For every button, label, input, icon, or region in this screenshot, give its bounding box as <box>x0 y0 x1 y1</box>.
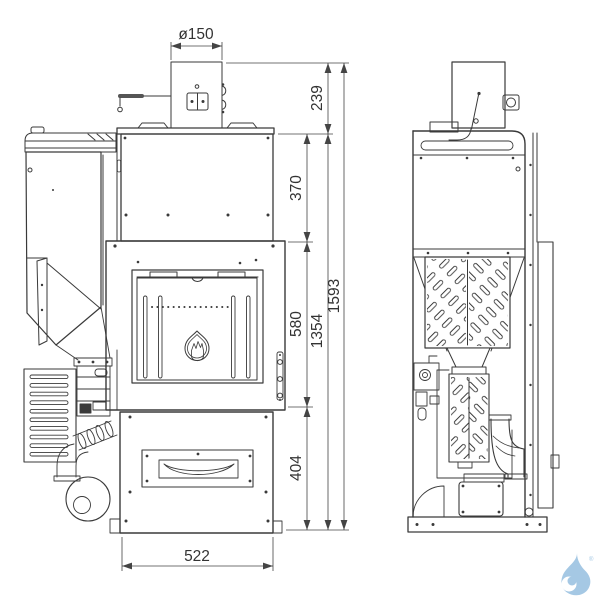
side-view <box>407 61 560 533</box>
side-flue-pipe <box>429 61 520 141</box>
wheel-arch-panel <box>412 485 445 518</box>
water-drop-swirl-center <box>567 576 577 586</box>
fire-door <box>131 269 264 384</box>
exhaust-elbow <box>488 414 528 480</box>
auger-motor <box>458 473 505 517</box>
cleaning-lever <box>117 94 172 113</box>
top-panel <box>116 122 275 135</box>
drawer-handle <box>163 463 235 475</box>
rear-heat-shield <box>532 132 560 518</box>
upper-vent-panel <box>424 256 511 349</box>
dim-label-1593: 1593 <box>326 279 343 313</box>
damper-rod <box>471 94 479 130</box>
dim-label-404: 404 <box>288 455 305 481</box>
flue-pipe <box>170 61 227 129</box>
combustion-fan <box>65 476 111 522</box>
pellet-hopper <box>24 126 117 346</box>
flame-logo-icon <box>184 330 210 362</box>
base-ash-drawer <box>109 411 283 534</box>
auger-feeder-box <box>76 365 111 417</box>
hopper-side-panel <box>36 257 48 346</box>
hopper-lid <box>24 132 117 153</box>
front-screws <box>40 83 281 523</box>
igniter-assembly <box>413 355 440 421</box>
ash-drawer-front <box>141 449 254 488</box>
firebox-body <box>105 240 286 411</box>
side-screws <box>415 91 542 526</box>
registered-mark: ® <box>589 556 594 563</box>
dimension-annotations: ø150 522 370 580 404 239 1354 1593 <box>121 26 349 571</box>
left-machinery <box>23 306 118 522</box>
dim-label-580: 580 <box>288 311 305 337</box>
dim-label-width: 522 <box>184 548 210 565</box>
upper-body <box>116 133 274 242</box>
exhaust-elbow-front <box>56 443 89 478</box>
dim-label-1354: 1354 <box>309 313 326 348</box>
side-base <box>407 507 548 533</box>
door-hinge-strip <box>276 351 284 401</box>
dim-label-370: 370 <box>288 175 305 201</box>
burn-pot-assembly <box>436 347 513 479</box>
corrugated-hose <box>72 420 118 451</box>
dim-label-239: 239 <box>309 85 326 111</box>
side-vent-panel <box>23 368 77 463</box>
front-view <box>23 61 286 534</box>
watermark-logo: ® <box>561 553 594 596</box>
flue-clamp <box>221 85 227 110</box>
dim-label-flue-diameter: ø150 <box>178 26 214 43</box>
